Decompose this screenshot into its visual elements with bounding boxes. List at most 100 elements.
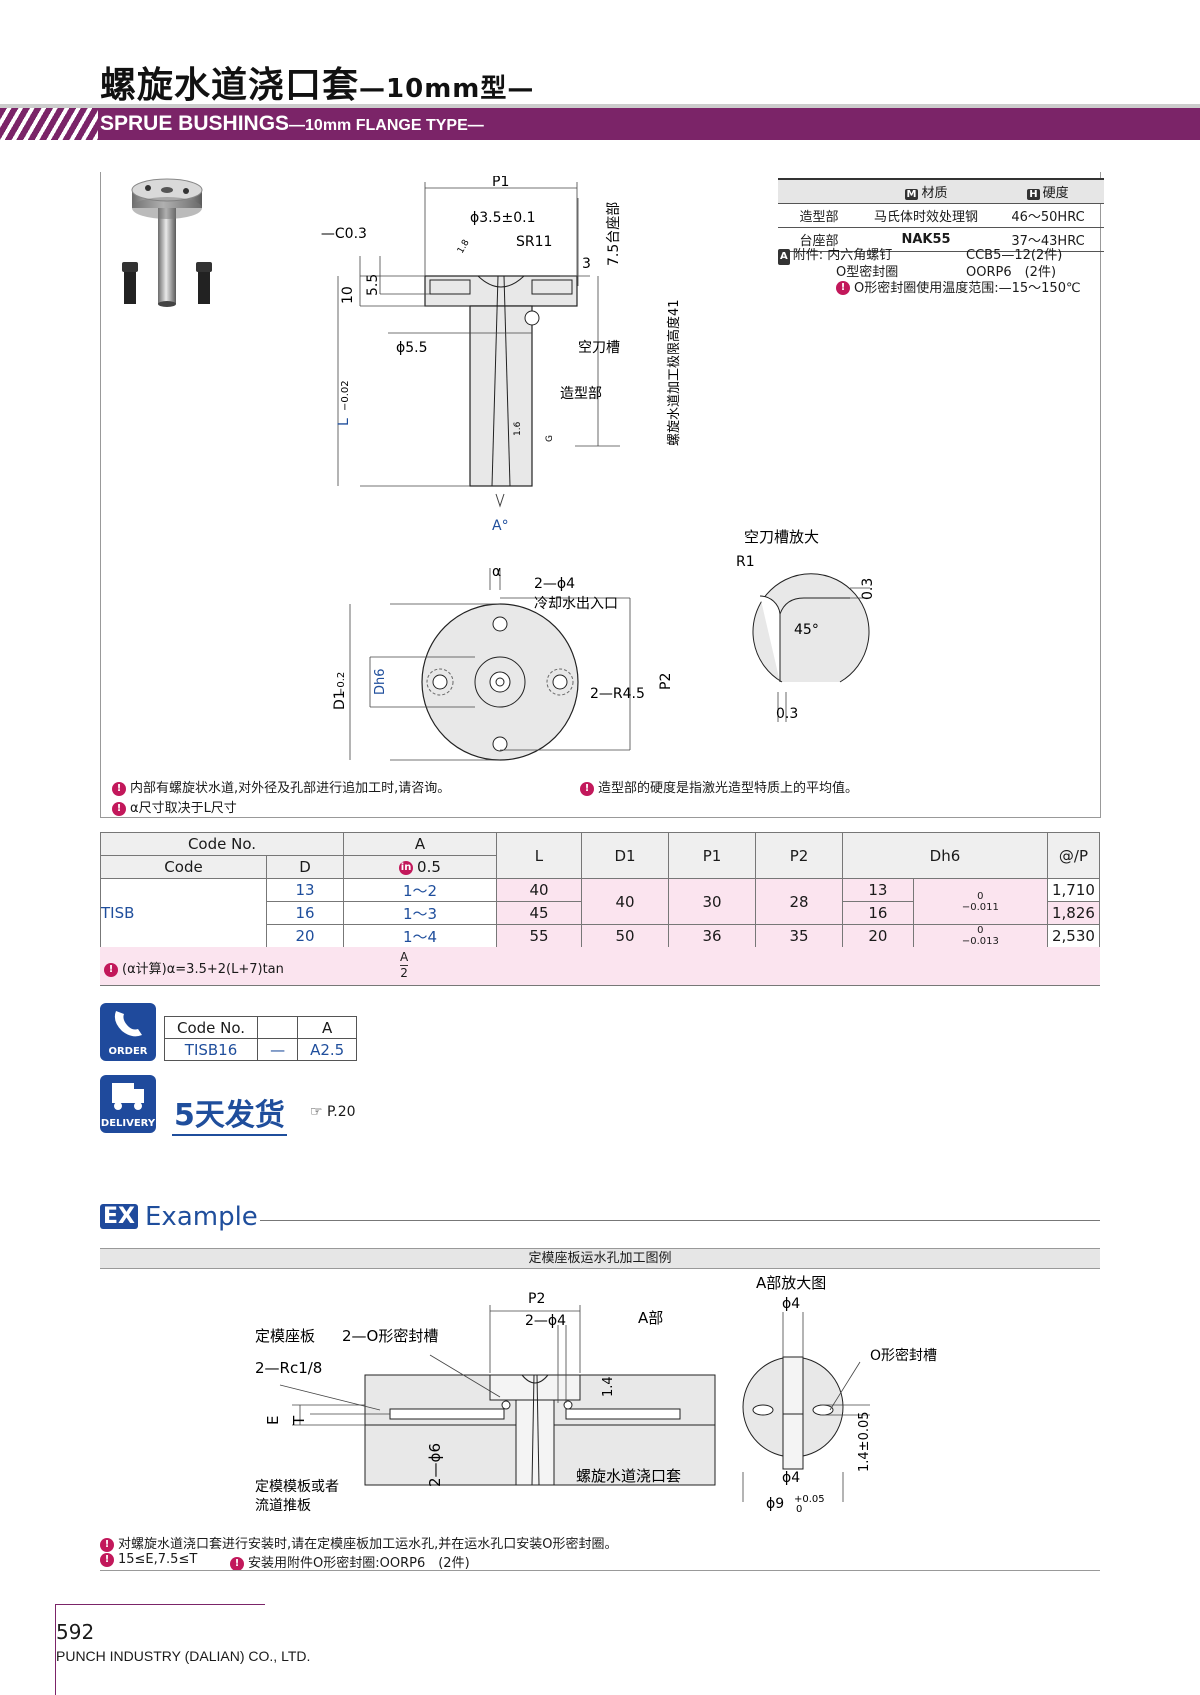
relief-detail-drawing: 空刀槽放大 R1 0.3 45° 0.3 — [736, 528, 876, 722]
mat-mat-2: NAK55 — [860, 227, 992, 252]
dim-Dh6: Dh6 — [373, 668, 388, 695]
dim-c03: 2—C0.3 — [320, 226, 367, 242]
ex-rc: 2—Rc1/8 — [255, 1359, 322, 1377]
header-L: L — [495, 832, 582, 879]
ex-bushing: 螺旋水道浇口套 — [576, 1467, 681, 1485]
warning-icon: ! — [104, 962, 118, 977]
title-en-main: SPRUE BUSHINGS — [100, 112, 290, 135]
ex-oring-groove: 2—O形密封槽 — [342, 1327, 438, 1345]
ex-phi4: 2—ϕ4 — [525, 1313, 566, 1329]
mat-hard-1: 46～50HRC — [992, 203, 1104, 228]
ex-T: T — [290, 1415, 308, 1426]
badge-a: A — [778, 249, 790, 265]
acc-note: O形密封圈使用温度范围:—15～150℃ — [854, 281, 1081, 296]
ex-note-1: ! 对螺旋水道浇口套进行安装时,请在定模座板加工运水孔,并在运水孔口安装O形密封圈… — [100, 1533, 618, 1552]
ex-note-1-text: 对螺旋水道浇口套进行安装时,请在定模座板加工运水孔,并在运水孔口安装O形密封圈。 — [118, 1537, 618, 1552]
header-codeno: Code No. — [100, 832, 344, 856]
header-hardness: 硬度 — [1042, 186, 1069, 201]
l-1: 40 — [495, 878, 582, 902]
mat-part-1: 造型部 — [778, 203, 860, 228]
order-h1: Code No. — [163, 1016, 259, 1039]
delivery-text: 5天发货 — [172, 1090, 287, 1136]
detail-03a: 0.3 — [860, 578, 876, 600]
increment-icon: in — [399, 860, 414, 875]
a-2: 1～3 — [342, 901, 497, 925]
warning-icon: ! — [112, 781, 126, 796]
example-drawing: P2 2—ϕ4 A部 定模座板 2—O形密封槽 2—Rc1/8 E T 1.4 … — [255, 1291, 716, 1514]
dim-55: 5.5 — [365, 274, 381, 296]
label-relief: 空刀槽 — [578, 340, 620, 356]
dim-D1-tol: −0.2 — [336, 672, 347, 696]
detail-r1: R1 — [736, 554, 755, 570]
label-height-limit: 螺旋水道加工极限高度41 — [666, 299, 682, 446]
warning-icon: ! — [230, 1556, 244, 1571]
example-title: Example — [145, 1202, 258, 1232]
acc1-value: CCB5—12(2件) — [966, 248, 1063, 263]
l-3: 55 — [495, 924, 582, 948]
banner-top-rule — [0, 104, 1200, 108]
dim-A: A° — [492, 518, 509, 534]
warning-icon: ! — [836, 281, 850, 295]
side-view-drawing: P1 ϕ3.5±0.1 2—C0.3 SR11 3 7.5台座部 10 5.5 … — [320, 176, 682, 534]
tol-a-low: −0.011 — [961, 901, 999, 913]
price-1: 1,710 — [1046, 878, 1101, 902]
dim-L-tol: −0.02 — [340, 380, 351, 411]
banner-stripes — [0, 108, 98, 140]
order-v1: TISB16 — [163, 1038, 259, 1061]
page-title: 螺旋水道浇口套—10mm型— — [100, 56, 534, 108]
order-dash: — — [257, 1038, 298, 1061]
warning-icon: ! — [580, 781, 594, 796]
order-example-table: Code No.A TISB16—A2.5 — [163, 1016, 358, 1061]
mat-part-2: 台座部 — [778, 227, 860, 252]
ex-d-groove: O形密封槽 — [870, 1347, 937, 1364]
tol-b: 0−0.013 — [912, 924, 1048, 948]
ex-plate2-a: 定模模板或者 — [255, 1479, 339, 1495]
delivery-label: DELIVERY — [100, 1118, 156, 1129]
order-label: ORDER — [108, 1046, 148, 1057]
ex-d-phi9-tol: +0.05 — [794, 1494, 825, 1505]
example-detail-drawing: A部放大图 ϕ4 O形密封槽 1.4±0.05 ϕ4 ϕ9 +0.05 0 — [742, 1274, 937, 1515]
header-A: A — [342, 832, 497, 856]
calc-text: (α计算)α=3.5+2(L+7)tan — [122, 962, 284, 977]
dim-alpha: α — [492, 564, 501, 580]
warning-icon: ! — [112, 801, 126, 816]
ex-note-3: !安装用附件O形密封圈:OORP6 (2件) — [230, 1552, 470, 1571]
badge-h: H — [1027, 189, 1040, 200]
dim-3: 3 — [582, 256, 591, 272]
code-cell: TISB — [100, 878, 267, 948]
dim-phi35: ϕ3.5±0.1 — [470, 210, 536, 226]
truck-icon — [112, 1083, 144, 1110]
dim-phi4-holes: 2—ϕ4 — [534, 576, 575, 592]
dim-10: 10 — [340, 286, 356, 304]
d-1: 13 — [266, 878, 344, 902]
delivery-ref[interactable]: ☞ P.20 — [310, 1104, 356, 1120]
phone-icon — [114, 1011, 142, 1037]
d1-b: 50 — [580, 924, 669, 948]
drawing-frame-left — [100, 172, 101, 817]
price-2: 1,826 — [1046, 901, 1101, 925]
alpha-calc: !(α计算)α=3.5+2(L+7)tan A 2 — [100, 947, 1100, 986]
header-D: D — [266, 855, 344, 879]
acc1-name: 内六角螺钉 — [827, 248, 893, 263]
roughness-16: 1.6 — [513, 421, 523, 436]
header-material: 材质 — [921, 186, 948, 201]
header-D1: D1 — [580, 832, 669, 879]
a-3: 1～4 — [342, 924, 497, 948]
title-en-sub: —10mm FLANGE TYPE— — [289, 117, 484, 134]
detail-title: 空刀槽放大 — [744, 528, 819, 546]
page-number: 592 — [56, 1620, 95, 1644]
footer-vrule — [55, 1604, 56, 1695]
ex-d-14: 1.4±0.05 — [857, 1411, 872, 1472]
badge-m: M — [904, 189, 919, 200]
roughness-18: 1.8 — [456, 238, 472, 256]
example-bar: 定模座板运水孔加工图例 — [100, 1248, 1100, 1269]
note-3: !造型部的硬度是指激光造型特质上的平均值。 — [580, 777, 858, 796]
d1-a: 40 — [580, 878, 669, 925]
note-2: !α尺寸取决于L尺寸 — [112, 797, 237, 816]
price-3: 2,530 — [1046, 924, 1101, 948]
ex-note-2: !15≤E,7.5≤T — [100, 1552, 197, 1567]
delivery-icon: DELIVERY — [100, 1075, 156, 1133]
warning-icon: ! — [100, 1537, 114, 1552]
dh-2: 16 — [841, 901, 914, 925]
ex-d-phi9: ϕ9 — [766, 1496, 784, 1512]
